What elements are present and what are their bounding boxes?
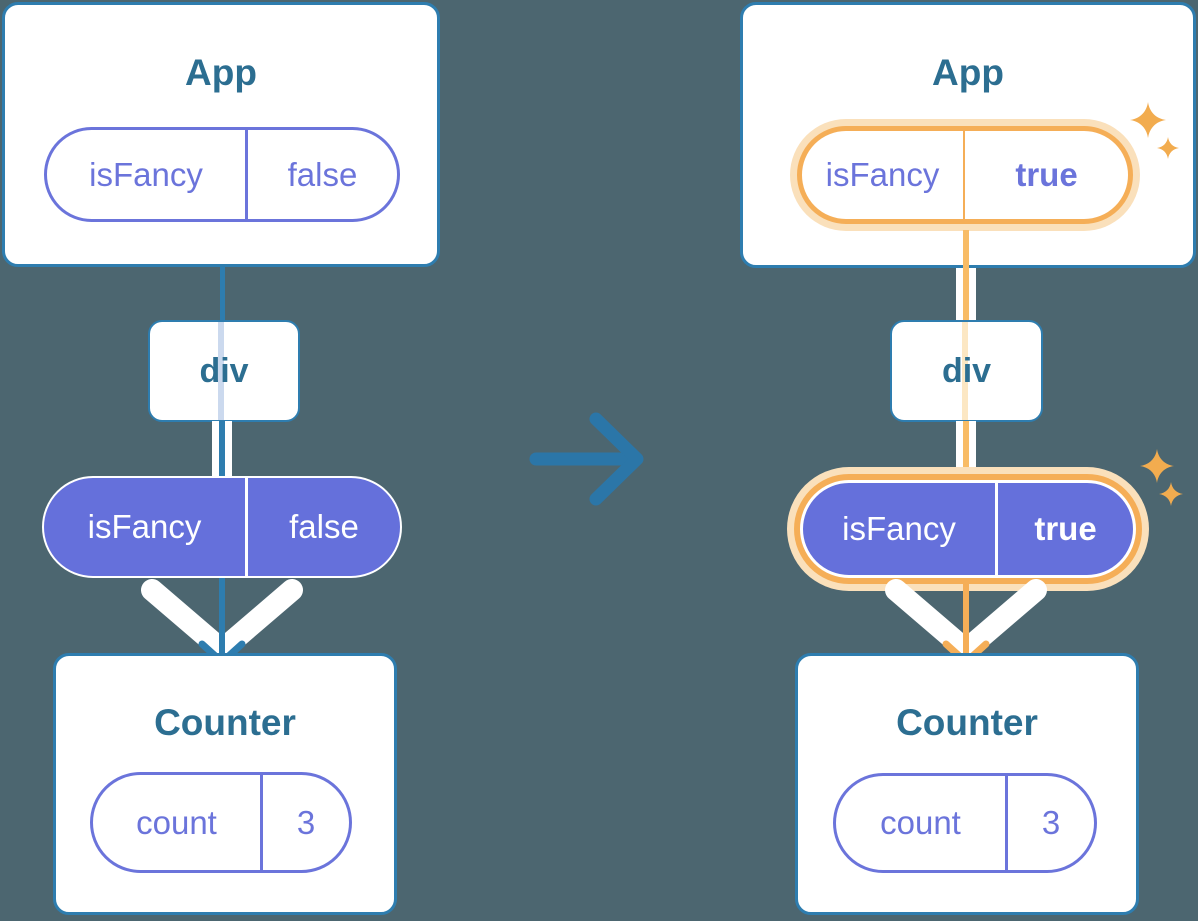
state-pill: count 3 [90,772,352,873]
counter-card: Counter count 3 [53,653,397,915]
prop-flow-line [220,267,225,321]
prop-flow-channel [956,268,976,322]
prop-flow-line [963,421,969,478]
prop-value: false [289,508,359,545]
app-card: App isFancy false [2,2,440,267]
sparkle-icon [1140,449,1174,483]
div-label: div [199,351,249,390]
div-box: div [148,320,300,422]
state-name: isFancy [47,130,248,219]
state-name: count [836,776,1008,870]
div-box: div [890,320,1043,422]
sparkle-icon [1159,482,1183,506]
prop-value: true [1034,510,1097,547]
prop-flow-line [219,421,225,478]
state-pill-highlighted: isFancy true [797,126,1133,224]
prop-name: isFancy [803,483,998,575]
prop-flow-channel [212,421,232,478]
prop-flow-channel [956,421,976,478]
prop-name: isFancy [44,478,248,576]
prop-flow-thread [962,322,968,420]
state-value: false [287,155,358,193]
prop-flow-thread [218,322,224,420]
prop-flow-line [219,578,225,662]
transition-arrow-icon [529,412,644,506]
state-pill: count 3 [833,773,1097,873]
div-label: div [941,351,992,390]
sparkle-icon [1157,137,1179,159]
component-title: Counter [154,702,296,743]
prop-flow-line [963,230,969,268]
component-title: Counter [896,702,1038,743]
passed-prop-pill: isFancy false [42,476,402,578]
state-value: 3 [296,803,316,841]
state-name: isFancy [802,131,965,219]
passed-prop-pill-highlighted: isFancy true [800,480,1136,578]
prop-flow-line [963,268,969,322]
component-title: App [932,52,1004,93]
component-title: App [185,52,257,93]
state-value: 3 [1041,804,1061,841]
counter-card: Counter count 3 [795,653,1139,915]
app-card: App isFancy true [740,2,1196,268]
state-name: count [93,775,263,870]
state-value: true [1015,156,1078,193]
prop-flow-line [963,578,969,662]
state-pill: isFancy false [44,127,400,222]
sparkle-icon [1130,102,1166,138]
